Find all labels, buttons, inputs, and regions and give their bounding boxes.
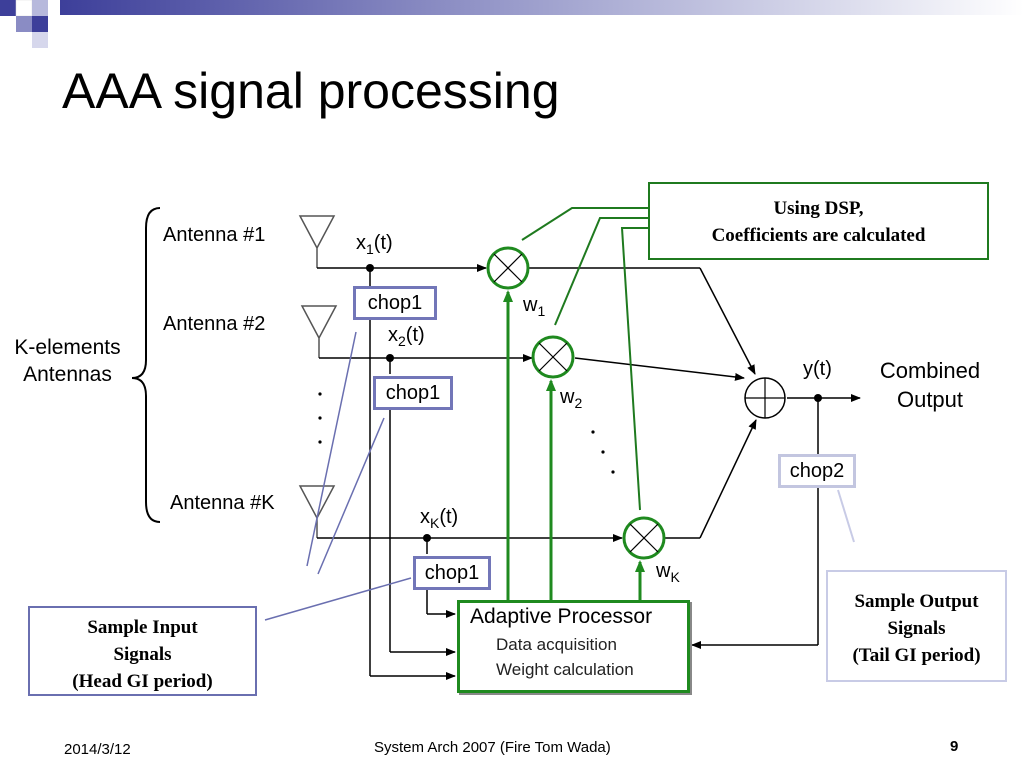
node-x2 [386, 354, 394, 362]
weight-wk-label: wK [656, 560, 680, 585]
input-note-line-3: (Head GI period) [72, 671, 213, 692]
deco-square-3 [32, 0, 48, 16]
adaptive-processor-box [457, 600, 690, 693]
signal-x1-label: x1(t) [356, 232, 393, 257]
group-brace [131, 207, 161, 523]
combined-output-line-1: Combined [879, 358, 981, 383]
deco-square-6 [0, 32, 16, 48]
deco-square-5 [32, 16, 48, 32]
deco-square-1 [0, 0, 16, 16]
signal-xk-label: xK(t) [420, 506, 459, 531]
group-label-line-2: Antennas [23, 363, 112, 386]
antenna-2-icon [300, 305, 338, 358]
node-y [814, 394, 822, 402]
signal-x2-label: x2(t) [388, 324, 425, 349]
dsp-note-line-2: Coefficients are calculated [711, 225, 926, 246]
input-callout-lines [264, 331, 412, 621]
chop1-box-1: chop1 [353, 286, 437, 320]
footer-date: 2014/3/12 [64, 741, 131, 758]
output-note-box: Sample Output Signals (Tail GI period) [826, 570, 1007, 682]
dsp-note-box: Using DSP, Coefficients are calculated [648, 182, 989, 260]
deco-square-7 [32, 32, 48, 48]
dsp-callout-lines [521, 207, 648, 511]
input-note-line-2: Signals [113, 644, 172, 665]
antenna-icons [298, 215, 338, 538]
page-title: AAA signal processing [62, 63, 560, 119]
antenna-1-label: Antenna #1 [163, 224, 266, 246]
header-gradient-bar [60, 0, 1024, 15]
weight-w1-label: w1 [523, 294, 546, 319]
node-x1 [366, 264, 374, 272]
signal-y-label: y(t) [803, 358, 832, 380]
line-m2-sum [574, 357, 745, 381]
adaptive-processor-line-1: Data acquisition [496, 635, 617, 654]
group-label-line-1: K-elements [14, 336, 121, 359]
antenna-1-icon [298, 215, 336, 268]
input-note-line-1: Sample Input [87, 617, 198, 638]
weight-w2-label: w2 [560, 386, 583, 411]
combined-output-line-2: Output [896, 387, 964, 412]
node-xk [423, 534, 431, 542]
output-note-line-2: Signals [887, 618, 946, 639]
header-decoration [0, 0, 1024, 48]
combined-output-label: Combined Output [868, 356, 992, 414]
footer-page-number: 9 [950, 738, 959, 755]
chop1-box-2: chop1 [373, 376, 453, 410]
input-note-box: Sample Input Signals (Head GI period) [28, 606, 257, 696]
antenna-k-icon [298, 485, 336, 538]
group-label: K-elements Antennas [10, 334, 125, 388]
deco-square-4 [16, 16, 32, 32]
line-mk-sum [699, 419, 757, 539]
output-note-line-1: Sample Output [854, 591, 979, 612]
output-note-line-3: (Tail GI period) [852, 645, 981, 666]
output-callout-line [837, 489, 855, 543]
chop2-box: chop2 [778, 454, 856, 488]
footer-center: System Arch 2007 (Fire Tom Wada) [374, 739, 611, 756]
chop1-box-k: chop1 [413, 556, 491, 590]
antenna-k-label: Antenna #K [170, 492, 275, 514]
adaptive-processor-line-2: Weight calculation [496, 660, 634, 679]
antenna-2-label: Antenna #2 [163, 313, 266, 335]
dsp-note-line-1: Using DSP, [773, 198, 864, 219]
line-m1-sum [699, 267, 756, 375]
adaptive-processor-title: Adaptive Processor [470, 605, 653, 628]
